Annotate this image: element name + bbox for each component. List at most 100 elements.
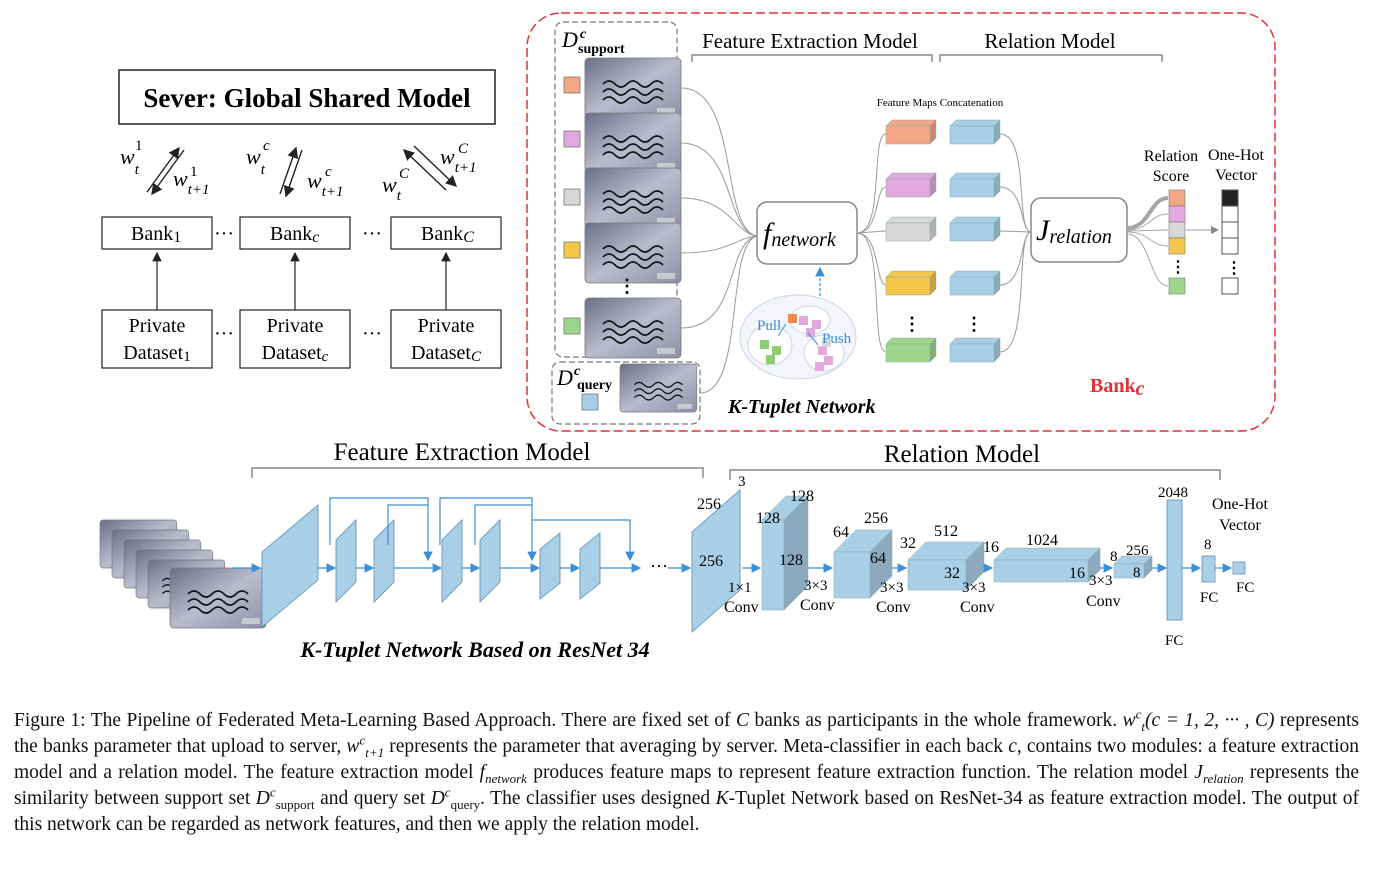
support-swatch-4: [563, 241, 581, 259]
svg-text:c: c: [580, 27, 587, 42]
svg-text:512: 512: [934, 523, 958, 540]
svg-text:Private: Private: [129, 315, 186, 337]
svg-text:Conv: Conv: [724, 599, 759, 616]
svg-text:32: 32: [900, 535, 916, 552]
resnet-block-2b: [479, 519, 501, 603]
support-swatch-1: [563, 76, 581, 94]
dataset-1-box: [101, 309, 213, 369]
relation-conv-1: [761, 495, 809, 611]
relation-conv-2: [833, 529, 893, 599]
feature-map-5: [885, 337, 937, 363]
resnet-block-3a: [539, 532, 561, 600]
svg-text:16: 16: [983, 539, 999, 556]
resnet-section: Feature Extraction Model Relation Model …: [99, 439, 1269, 662]
pipeline-figure: Sever: Global Shared Model wt 1 wt+1 1 w…: [99, 12, 1276, 662]
svg-text:wt: wt: [246, 144, 266, 178]
svg-text:1024: 1024: [1026, 532, 1058, 549]
svg-text:64: 64: [833, 524, 849, 541]
support-label: D: [561, 27, 578, 52]
svg-text:⋮: ⋮: [1170, 259, 1186, 276]
svg-text:128: 128: [779, 552, 803, 569]
svg-text:Conv: Conv: [960, 599, 995, 616]
svg-text:2048: 2048: [1158, 485, 1188, 501]
relation-score-column: [1168, 189, 1186, 295]
dataset-c-box: [239, 309, 351, 369]
server-box: [118, 69, 496, 125]
resnet-one-hot-1: One-Hot: [1212, 496, 1269, 513]
svg-text:Conv: Conv: [1086, 593, 1121, 610]
query-swatch: [581, 393, 599, 411]
svg-text:⋮: ⋮: [965, 314, 983, 334]
push-label: Push: [822, 331, 852, 347]
concat-map-5: [949, 337, 1001, 363]
card-image-5: [584, 297, 682, 359]
svg-text:8: 8: [1133, 565, 1141, 581]
concat-map-4: [949, 270, 1001, 296]
card-image-1: [584, 57, 682, 119]
svg-text:3×3: 3×3: [962, 580, 985, 596]
concat-map-3: [949, 216, 1001, 242]
bank-c-title: Bankc: [1090, 375, 1145, 400]
svg-text:Conv: Conv: [876, 599, 911, 616]
svg-text:⋮: ⋮: [618, 276, 636, 296]
relation-score-label-2: Score: [1153, 168, 1189, 185]
resnet-block-1b: [373, 519, 395, 603]
svg-text:32: 32: [944, 565, 960, 582]
caption-text: Figure 1: The Pipeline of Federated Meta…: [14, 706, 1359, 836]
feature-map-4: [885, 270, 937, 296]
resnet-final-conv: [691, 489, 741, 633]
relation-score-3: [1168, 221, 1186, 239]
bank-c-label: Bankc: [270, 223, 319, 246]
resnet-feature-header: Feature Extraction Model: [334, 439, 591, 466]
svg-text:3×3: 3×3: [804, 578, 827, 594]
svg-text:3×3: 3×3: [1089, 573, 1112, 589]
dataset-ellipsis-2: ···: [362, 323, 382, 345]
svg-text:wt+1: wt+1: [307, 168, 343, 200]
svg-text:c: c: [325, 164, 332, 180]
concat-map-2: [949, 172, 1001, 198]
svg-text:C: C: [458, 141, 469, 157]
card-image-4: [584, 222, 682, 284]
relation-score-5: [1168, 277, 1186, 295]
query-card-image: [619, 363, 698, 413]
feature-map-1: [885, 119, 937, 145]
bank-ellipsis-2: ···: [362, 223, 382, 245]
dataset-C-box: [390, 309, 502, 369]
relation-score-label-1: Relation: [1144, 148, 1198, 165]
feature-map-column: ⋮ ⋮: [885, 119, 1001, 363]
svg-text:16: 16: [1069, 565, 1085, 582]
relation-conv-4: [993, 547, 1101, 583]
pull-push-cluster: Pull Push: [739, 294, 857, 380]
relation-score-2: [1168, 205, 1186, 223]
one-hot-vector: ⋮: [1221, 189, 1242, 295]
svg-text:D: D: [556, 365, 573, 390]
svg-text:1: 1: [135, 138, 143, 154]
svg-text:c: c: [263, 138, 270, 154]
fc-2048: [1166, 499, 1183, 621]
svg-text:Conv: Conv: [800, 597, 835, 614]
relation-conv-3: [907, 541, 985, 591]
update-arrows-C: wt C wt+1 C: [382, 141, 476, 204]
svg-text:64: 64: [870, 550, 886, 567]
feature-map-2: [885, 172, 937, 198]
update-arrows-1: wt 1 wt+1 1: [120, 138, 209, 198]
svg-text:C: C: [399, 166, 410, 182]
svg-text:128: 128: [756, 510, 780, 527]
svg-text:wt+1: wt+1: [440, 144, 476, 176]
resnet-block-2a: [441, 519, 463, 603]
card-image-2: [584, 112, 682, 174]
svg-text:1: 1: [190, 164, 198, 180]
feature-map-3: [885, 216, 937, 242]
svg-text:wt: wt: [120, 144, 140, 178]
feature-extraction-header: Feature Extraction Model: [702, 29, 918, 53]
update-arrows-c: wt c wt+1 c: [246, 138, 343, 200]
resnet-block-3b: [579, 532, 601, 600]
svg-text:DatasetC: DatasetC: [411, 342, 482, 365]
figure-caption: Figure 1: The Pipeline of Federated Meta…: [14, 708, 1359, 838]
k-tuplet-network-label: K-Tuplet Network: [727, 396, 876, 418]
resnet-input-conv: [261, 504, 319, 628]
svg-text:⋮: ⋮: [903, 314, 921, 334]
svg-text:Private: Private: [267, 315, 324, 337]
svg-text:Private: Private: [418, 315, 475, 337]
support-swatch-2: [563, 130, 581, 148]
